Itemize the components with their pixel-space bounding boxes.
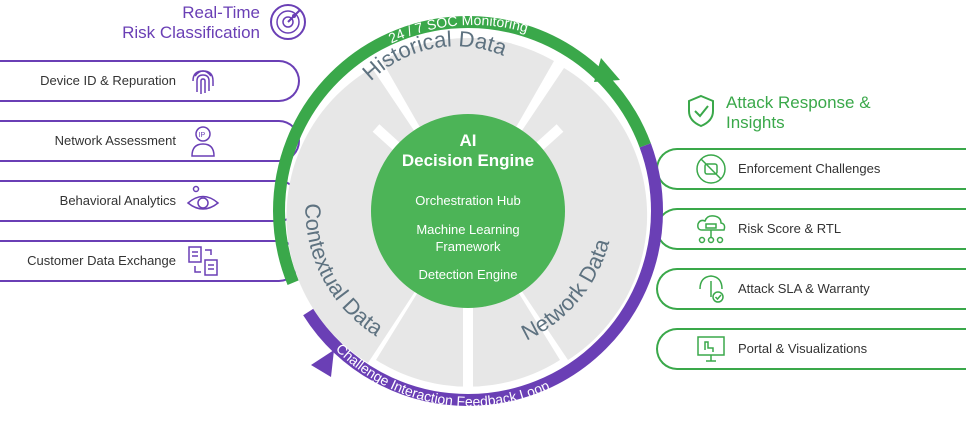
- right-header: Attack Response & Insights: [726, 93, 926, 133]
- cloud-server-icon: [697, 215, 726, 244]
- right-item-label: Enforcement Challenges: [738, 161, 881, 176]
- center-line2b: Framework: [435, 239, 501, 254]
- right-item-risk-score: Risk Score & RTL: [656, 208, 966, 250]
- no-bot-icon: [696, 154, 726, 184]
- center-line2a: Machine Learning: [416, 222, 519, 237]
- right-header-line1: Attack Response &: [726, 93, 871, 112]
- tools-check-icon: [699, 275, 724, 303]
- left-item-label: Network Assessment: [54, 133, 176, 148]
- right-item-label: Attack SLA & Warranty: [738, 281, 870, 296]
- left-item-label: Customer Data Exchange: [27, 253, 176, 268]
- center-circle: [371, 114, 565, 308]
- arrowhead-bottom-icon: [311, 350, 334, 377]
- decision-wheel: 24 / 7 SOC Monitoring Challenge Interact…: [273, 12, 663, 409]
- left-header: Real-Time Risk Classification: [80, 3, 260, 43]
- document-exchange-icon: [188, 246, 218, 276]
- left-header-line2: Risk Classification: [122, 23, 260, 42]
- shield-check-icon: [688, 94, 714, 128]
- left-item-behavioral-analytics: Behavioral Analytics: [0, 180, 300, 222]
- left-item-network-assessment: Network Assessment IP: [0, 120, 300, 162]
- center-line3: Detection Engine: [418, 267, 517, 282]
- arrowhead-top-icon: [594, 58, 620, 82]
- right-item-portal: Portal & Visualizations: [656, 328, 966, 370]
- ip-user-icon: IP: [191, 126, 215, 157]
- radar-icon: [270, 4, 306, 40]
- fingerprint-icon: [192, 70, 214, 94]
- right-header-line2: Insights: [726, 113, 785, 132]
- right-item-attack-sla: Attack SLA & Warranty: [656, 268, 966, 310]
- left-header-line1: Real-Time: [182, 3, 260, 22]
- center-title-line2: Decision Engine: [402, 151, 534, 170]
- svg-text:IP: IP: [199, 132, 206, 139]
- left-item-customer-data-exchange: Customer Data Exchange: [0, 240, 300, 282]
- right-item-label: Portal & Visualizations: [738, 341, 868, 356]
- right-item-enforcement: Enforcement Challenges: [656, 148, 966, 190]
- monitor-hand-icon: [697, 336, 725, 362]
- left-item-device-id: Device ID & Repuration: [0, 60, 300, 102]
- right-item-label: Risk Score & RTL: [738, 221, 842, 236]
- center-line1: Orchestration Hub: [415, 193, 521, 208]
- left-item-label: Device ID & Repuration: [40, 73, 176, 88]
- center-title-line1: AI: [460, 131, 477, 150]
- left-item-label: Behavioral Analytics: [59, 193, 176, 208]
- eye-icon: [186, 185, 220, 210]
